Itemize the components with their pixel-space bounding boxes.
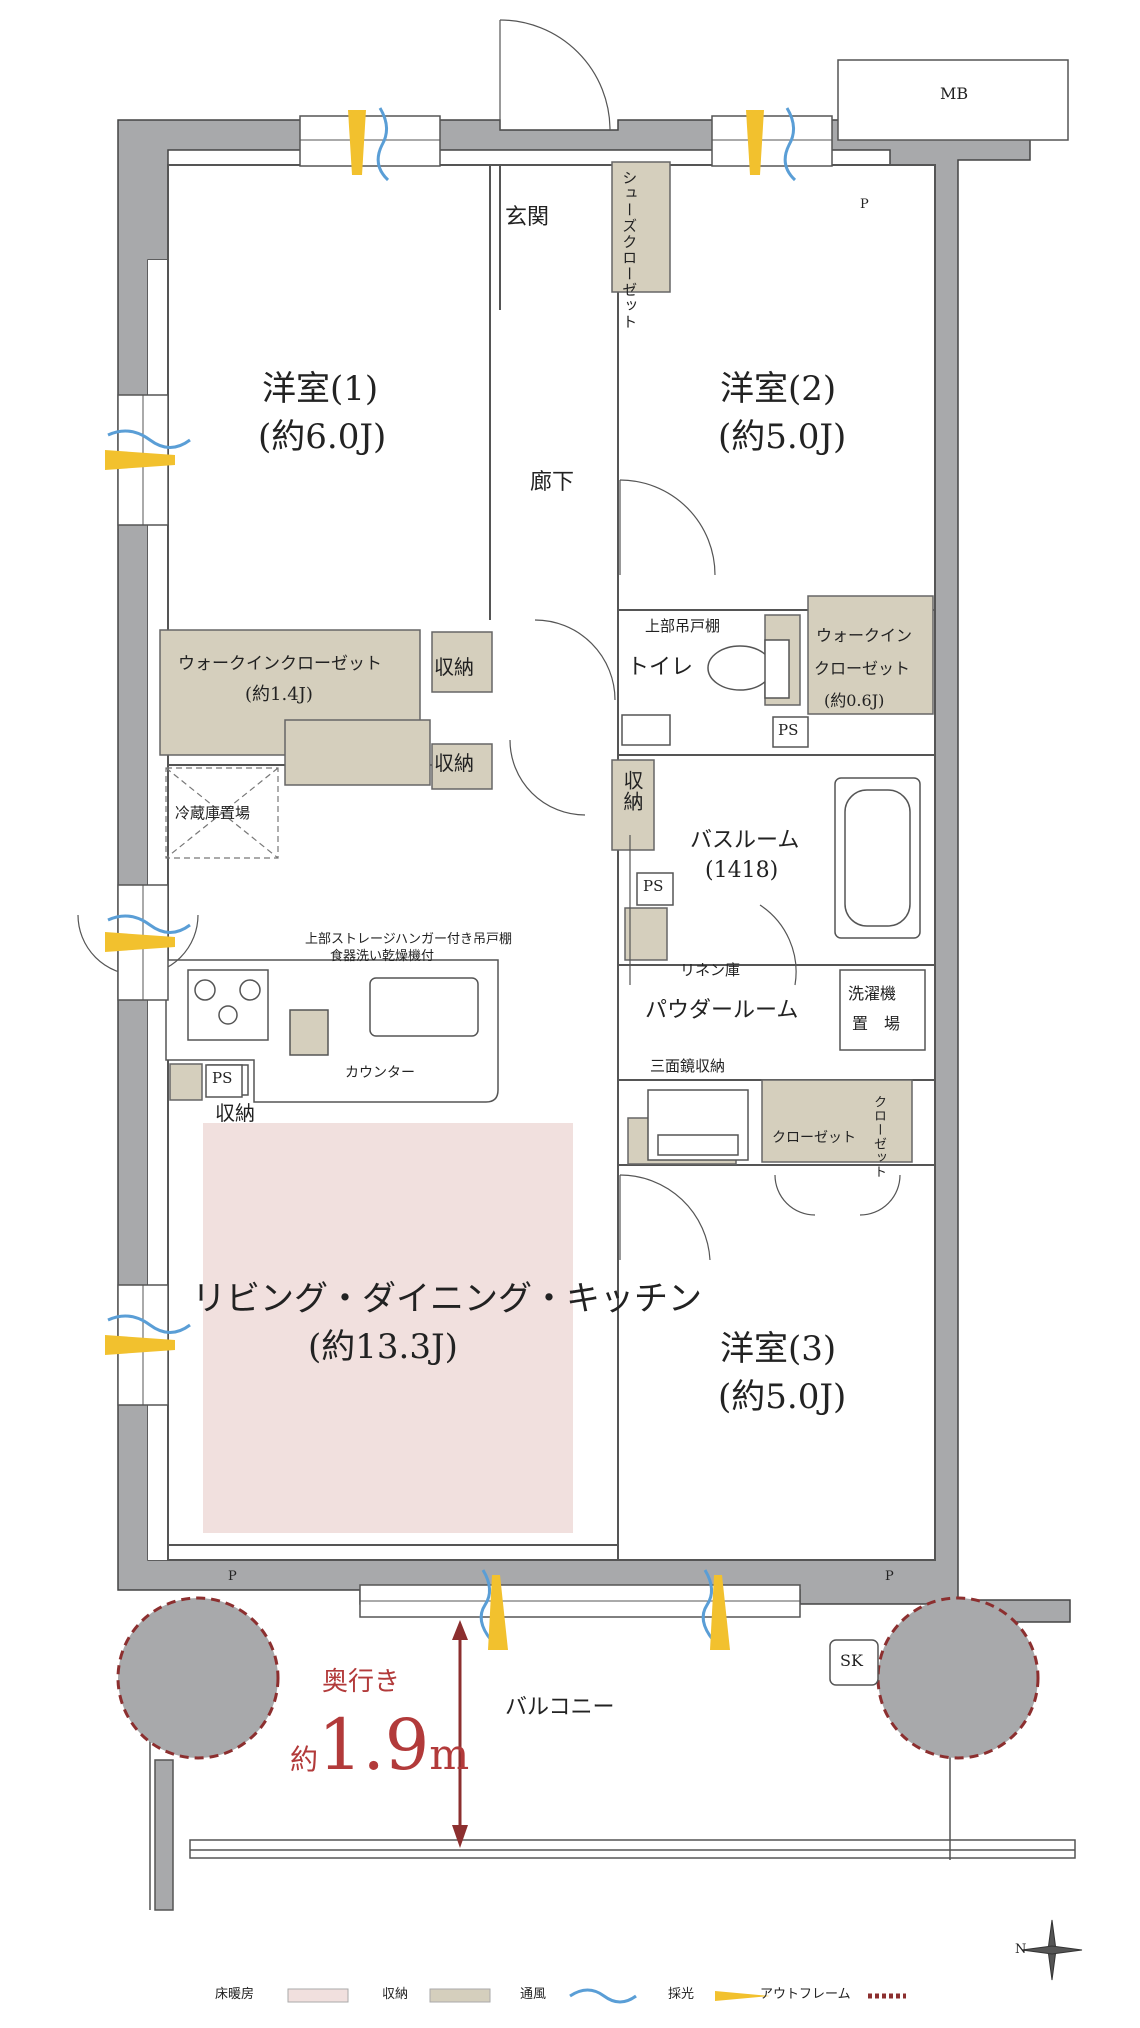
- depth-label: 奥行き: [322, 1667, 401, 1697]
- ldk-size: (約13.3J): [308, 1327, 458, 1367]
- fridge-space: [165, 767, 279, 859]
- western-room-2-name: 洋室(2): [720, 369, 837, 409]
- closet-label: クローゼット: [772, 1130, 856, 1146]
- storage-label-d: 収納: [215, 1101, 255, 1125]
- pipe-label-3: P: [885, 1569, 894, 1584]
- western-room-2-size: (約5.0J): [718, 417, 847, 457]
- corridor-label: 廊下: [530, 470, 575, 495]
- ps-label-2: PS: [643, 877, 664, 895]
- legend-ventilation: 通風: [520, 1987, 547, 2002]
- western-room-1-name: 洋室(1): [262, 369, 379, 409]
- upper-cabinet-label: 上部吊戸棚: [645, 617, 721, 635]
- storage-fills: [159, 161, 934, 1165]
- balcony-area: [149, 1615, 1076, 1911]
- western-room-1-size: (約6.0J): [258, 417, 387, 457]
- ldk-name: リビング・ダイニング・キッチン: [192, 1279, 702, 1319]
- walkin-closet-2-line1: ウォークイン: [816, 626, 913, 645]
- walkin-closet-1-name: ウォークインクローゼット: [178, 654, 382, 674]
- counter-label: カウンター: [345, 1065, 415, 1081]
- fridge-label: 冷蔵庫置場: [175, 804, 251, 822]
- ventilation-arrows: [107, 107, 797, 1641]
- western-room-3-size: (約5.0J): [718, 1377, 847, 1417]
- walkin-closet-1-size: (約1.4J): [245, 684, 313, 705]
- western-room-3-name: 洋室(3): [720, 1329, 837, 1369]
- depth-prefix: 約: [290, 1743, 319, 1776]
- pipe-label-1: P: [860, 197, 869, 212]
- daylight-marks: [105, 110, 764, 1650]
- storage-label-a: 収納: [434, 655, 474, 679]
- balcony-label: バルコニー: [505, 1695, 615, 1720]
- walkin-closet-2-line2: クローゼット: [814, 659, 911, 678]
- storage-label-c: 収納: [620, 770, 644, 812]
- door-swings: [77, 19, 901, 1261]
- kitchen-note-2: 食器洗い乾燥機付: [330, 949, 435, 964]
- sk-label: SK: [840, 1651, 863, 1670]
- linen-label: リネン庫: [680, 961, 741, 979]
- depth-number: 1.9: [318, 1704, 430, 1786]
- bath-name: バスルーム: [690, 828, 800, 853]
- legend-swatches: [287, 1988, 906, 2004]
- depth-arrow: [452, 1620, 468, 1848]
- ps-label-3: PS: [212, 1069, 233, 1087]
- ps-label-1: PS: [778, 721, 799, 739]
- toilet-label: トイレ: [627, 655, 694, 680]
- washer-label-1: 洗濯機: [848, 984, 897, 1003]
- storage-label-b: 収納: [434, 751, 474, 775]
- walkin-closet-2-size: (約0.6J): [824, 691, 885, 710]
- depth-value: 約1.9m: [290, 1705, 469, 1786]
- kitchen-note-1: 上部ストレージハンガー付き吊戸棚: [305, 932, 512, 947]
- washbasin: [647, 969, 926, 1161]
- sk-box: [829, 1639, 879, 1686]
- mb-box: [837, 59, 1069, 141]
- powder-room-label: パウダールーム: [645, 998, 799, 1023]
- depth-unit: m: [429, 1730, 470, 1779]
- mirror-storage-label: 三面鏡収納: [650, 1057, 726, 1075]
- legend-daylight: 採光: [668, 1987, 695, 2002]
- pipe-label-2: P: [228, 1569, 237, 1584]
- legend-storage: 収納: [382, 1987, 409, 2002]
- shoes-closet-label: シューズクローゼット: [620, 170, 639, 330]
- legend-floor-heating: 床暖房: [215, 1987, 255, 2002]
- outframe-circles: [116, 1596, 1040, 1760]
- bath-size: (1418): [705, 858, 779, 883]
- washer-label-2: 置 場: [852, 1014, 901, 1033]
- mb-label: MB: [940, 84, 969, 103]
- bathtub: [834, 777, 921, 939]
- compass-north-label: N: [1015, 1942, 1027, 1957]
- ps-boxes: [205, 716, 809, 1098]
- entrance-label: 玄関: [505, 205, 550, 230]
- legend-outframe: アウトフレーム: [760, 1987, 851, 2002]
- compass-rose: [1021, 1919, 1083, 1981]
- closet-small-label: クローゼット: [870, 1095, 886, 1179]
- toilet-fixture: [621, 639, 790, 746]
- floor-heating-area: [203, 1123, 573, 1533]
